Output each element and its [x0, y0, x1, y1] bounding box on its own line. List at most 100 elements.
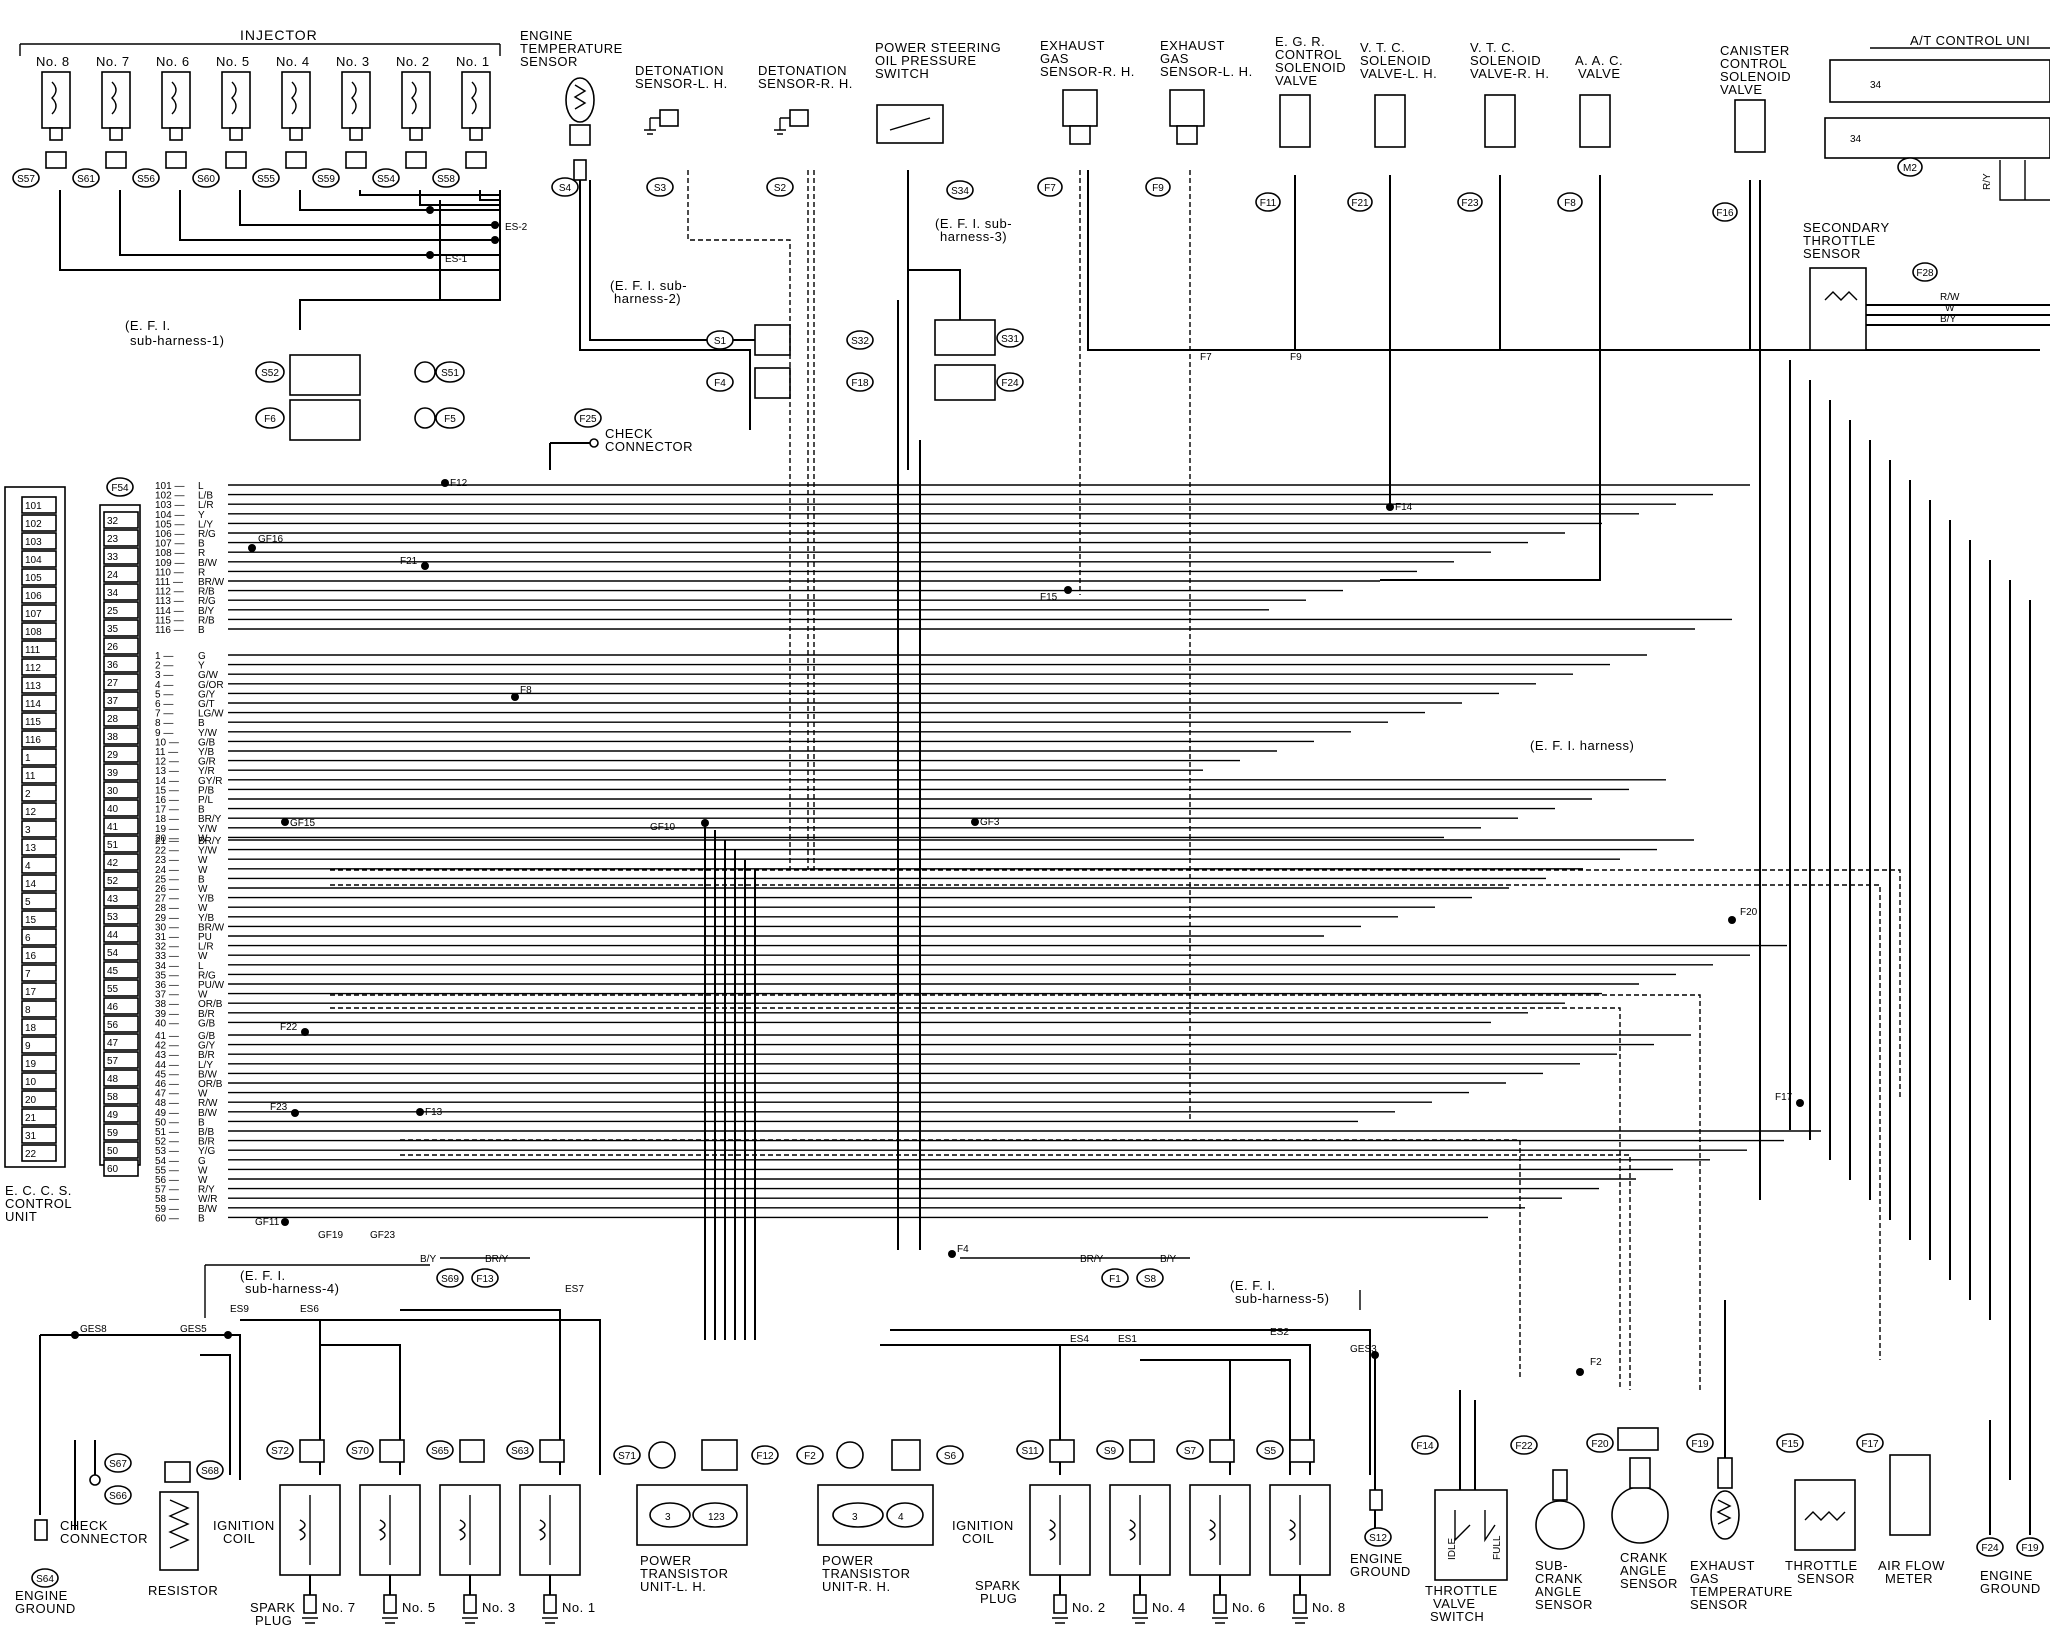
eccs-cell — [103, 1105, 139, 1123]
exhaust-gas-sensor-lh[interactable]: EXHAUST GAS SENSOR-L. H. F9 — [1145, 38, 1253, 1120]
air-flow-meter[interactable]: F17 AIR FLOW METER — [1856, 1433, 1945, 1586]
exhaust-gas-sensor-rh[interactable]: EXHAUST GAS SENSOR-R. H. F7 — [1037, 38, 2040, 595]
terminal-number: 21 — — [155, 836, 179, 847]
terminal-color: W — [198, 884, 208, 895]
sub-crank-angle-sensor[interactable]: F22 SUB- CRANK ANGLE SENSOR — [1510, 1435, 1593, 1612]
splice-f21: F21 — [400, 556, 418, 567]
spark-plug[interactable] — [1053, 1594, 1067, 1614]
engine-ground-mid[interactable]: S12 ENGINE GROUND — [1350, 1489, 1411, 1579]
canister-solenoid-valve[interactable]: CANISTER CONTROL SOLENOID VALVE F16 — [1712, 43, 1791, 1200]
terminal-number: 3 — — [155, 670, 173, 681]
exh-rh-line3: SENSOR-R. H. — [1040, 64, 1135, 79]
eccs-line2: CONTROL — [5, 1196, 72, 1211]
secondary-throttle-sensor[interactable]: SECONDARY THROTTLE SENSOR F28 R/W W B/Y — [1803, 220, 2050, 351]
detonation-sensor-rh[interactable]: DETONATION SENSOR-R. H. S2 — [758, 63, 853, 330]
terminal-color: R/Y — [198, 1185, 215, 1196]
connector-f6[interactable] — [289, 399, 361, 441]
terminal-color: L — [198, 961, 204, 972]
power-transistor-unit-lh[interactable]: S71 F12 3 123 POWER TRANSISTOR UNIT-L. H… — [613, 1439, 779, 1594]
efi-sub3-line1: (E. F. I. sub- — [935, 216, 1012, 231]
throttle-valve-switch[interactable]: F14 IDLE FULL THROTTLE VALVE SWITCH — [1411, 1390, 1508, 1624]
splice-labels: F12 F14 F15 F13 F8 F21 F22 F17 F20 F23 F… — [71, 352, 1804, 1376]
power-transistor-unit-rh[interactable]: F2 S6 3 4 POWER TRANSISTOR UNIT-R. H. — [796, 1439, 964, 1594]
spark-plug-label: No. 4 — [1152, 1600, 1186, 1615]
eccs-cell-label: 101 — [25, 501, 42, 512]
terminal-color: W — [198, 1165, 208, 1176]
terminal-number: 44 — — [155, 1060, 179, 1071]
ts-line2: SENSOR — [1797, 1571, 1855, 1586]
injector-body[interactable] — [41, 71, 71, 129]
eccs-cell — [21, 1108, 57, 1126]
injector-body[interactable] — [221, 71, 251, 129]
exhaust-gas-temperature-sensor[interactable]: F19 EXHAUST GAS TEMPERATURE SENSOR — [1686, 1300, 1793, 1612]
spark-plug[interactable] — [303, 1594, 317, 1614]
detonation-sensor-lh[interactable]: DETONATION SENSOR-L. H. S3 — [635, 63, 791, 330]
wire-bry-b: BR/Y — [1080, 1254, 1104, 1265]
injector-body[interactable] — [161, 71, 191, 129]
eccs-cell — [103, 601, 139, 619]
eccs-cell — [21, 1036, 57, 1054]
injector-body[interactable] — [281, 71, 311, 129]
throttle-sensor[interactable]: F15 THROTTLE SENSOR — [1776, 1433, 1858, 1586]
terminal-number: 54 — — [155, 1156, 179, 1167]
spark-plug[interactable] — [1293, 1594, 1307, 1614]
crank-angle-sensor[interactable]: F20 CRANK ANGLE SENSOR — [1586, 1427, 1678, 1591]
spark-plug[interactable] — [463, 1594, 477, 1614]
check-connector-top[interactable]: F25 CHECK CONNECTOR — [549, 408, 693, 470]
tvs-line1: THROTTLE — [1425, 1583, 1498, 1598]
vtc-solenoid-lh[interactable]: V. T. C. SOLENOID VALVE-L. H. F21 — [1347, 40, 1437, 510]
injector-body[interactable] — [341, 71, 371, 129]
terminal-number: 22 — — [155, 846, 179, 857]
mid-connector-cluster: S1 F4 S32 F18 S31 F24 — [706, 269, 1024, 1250]
terminal-number: 27 — — [155, 894, 179, 905]
at-control-unit[interactable]: A/T CONTROL UNI 34 34 M2 R/Y — [1824, 33, 2050, 201]
terminal-number: 1 — — [155, 651, 173, 662]
conn-f22-label: F22 — [1515, 1441, 1533, 1452]
eccs-cell-label: 18 — [25, 1023, 37, 1034]
eccs-cell — [103, 727, 139, 745]
engine-temp-sensor[interactable]: ENGINE TEMPERATURE SENSOR S4 — [520, 28, 760, 430]
injector-body[interactable] — [461, 71, 491, 129]
resistor[interactable]: S68 RESISTOR — [148, 1460, 224, 1598]
eccs-cell — [103, 889, 139, 907]
conn-s34-label: S34 — [951, 186, 969, 197]
check-top-line2: CONNECTOR — [605, 439, 693, 454]
engine-ground-left[interactable]: S64 ENGINE GROUND — [15, 1519, 76, 1616]
terminal-number: 46 — — [155, 1079, 179, 1090]
injector-body[interactable] — [401, 71, 431, 129]
injector-connector-label: S54 — [377, 174, 395, 185]
eccs-cell-label: 23 — [107, 534, 119, 545]
terminal-color: R — [198, 548, 205, 559]
spark-plug[interactable] — [383, 1594, 397, 1614]
terminal-color: W — [198, 951, 208, 962]
terminal-number: 103 — — [155, 500, 184, 511]
eccs-control-unit[interactable]: F54 101102103104105106107108111112113114… — [4, 477, 141, 1224]
terminal-number: 59 — — [155, 1204, 179, 1215]
efi-sub1-line2: sub-harness-1) — [130, 333, 224, 348]
injector-label: No. 4 — [276, 54, 310, 69]
spark-plug-label: No. 3 — [482, 1600, 516, 1615]
conn-s31-label: S31 — [1001, 334, 1019, 345]
eccs-cell-label: 105 — [25, 573, 42, 584]
engine-ground-right[interactable]: F24 F19 ENGINE GROUND — [1976, 1420, 2044, 1596]
check-connector-bottom[interactable]: S67 S66 CHECK CONNECTOR — [60, 1440, 148, 1546]
check-bot-line1: CHECK — [60, 1518, 108, 1533]
eccs-cell-label: 35 — [107, 624, 119, 635]
injector-body[interactable] — [101, 71, 131, 129]
splice-f20: F20 — [1740, 907, 1758, 918]
coil-connector-label: S7 — [1184, 1446, 1197, 1457]
ps-oil-pressure-switch[interactable]: POWER STEERING OIL PRESSURE SWITCH S34 (… — [875, 40, 1012, 270]
eccs-cell — [21, 838, 57, 856]
spark-plug[interactable] — [1133, 1594, 1147, 1614]
conn-s6-label: S6 — [944, 1451, 957, 1462]
egr-solenoid-valve[interactable]: E. G. R. CONTROL SOLENOID VALVE F11 — [1255, 34, 1346, 350]
connector-s52[interactable] — [289, 354, 361, 396]
terminal-number: 20 — — [155, 833, 179, 844]
spark-plug[interactable] — [543, 1594, 557, 1614]
terminal-number: 42 — — [155, 1041, 179, 1052]
eccs-cell-label: 15 — [25, 915, 37, 926]
eccs-cell-label: 37 — [107, 696, 119, 707]
spark-plug[interactable] — [1213, 1594, 1227, 1614]
aac-valve[interactable]: A. A. C. VALVE F8 — [1380, 53, 1623, 581]
vtc-solenoid-rh[interactable]: V. T. C. SOLENOID VALVE-R. H. F23 — [1457, 40, 1549, 350]
